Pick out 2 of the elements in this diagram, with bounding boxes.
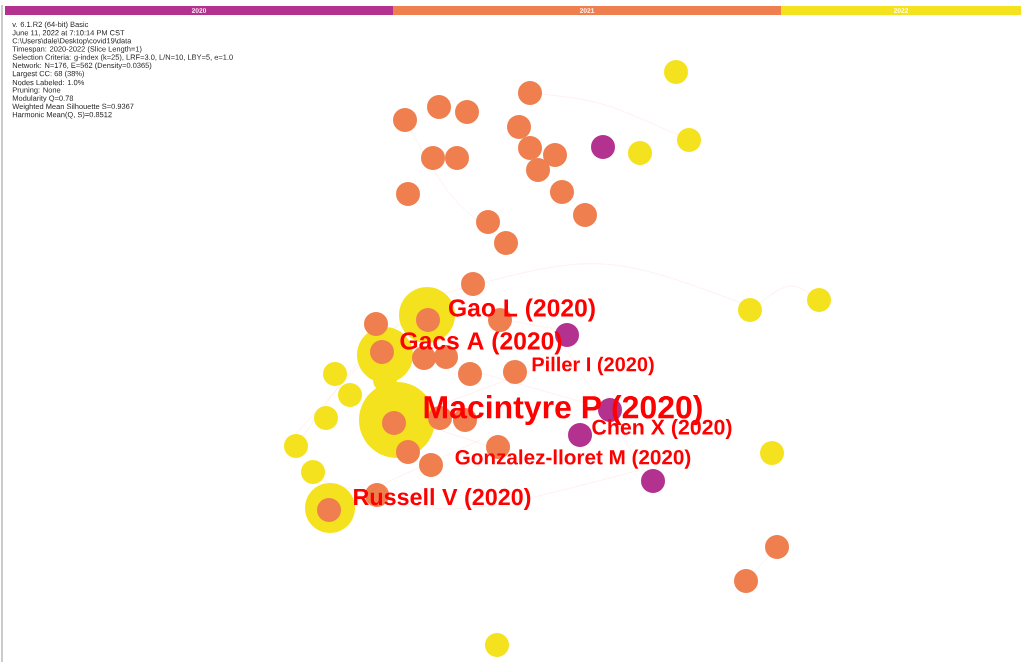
- node-label: Gonzalez-lloret M (2020): [455, 449, 691, 469]
- node-label: Piller I (2020): [532, 356, 654, 376]
